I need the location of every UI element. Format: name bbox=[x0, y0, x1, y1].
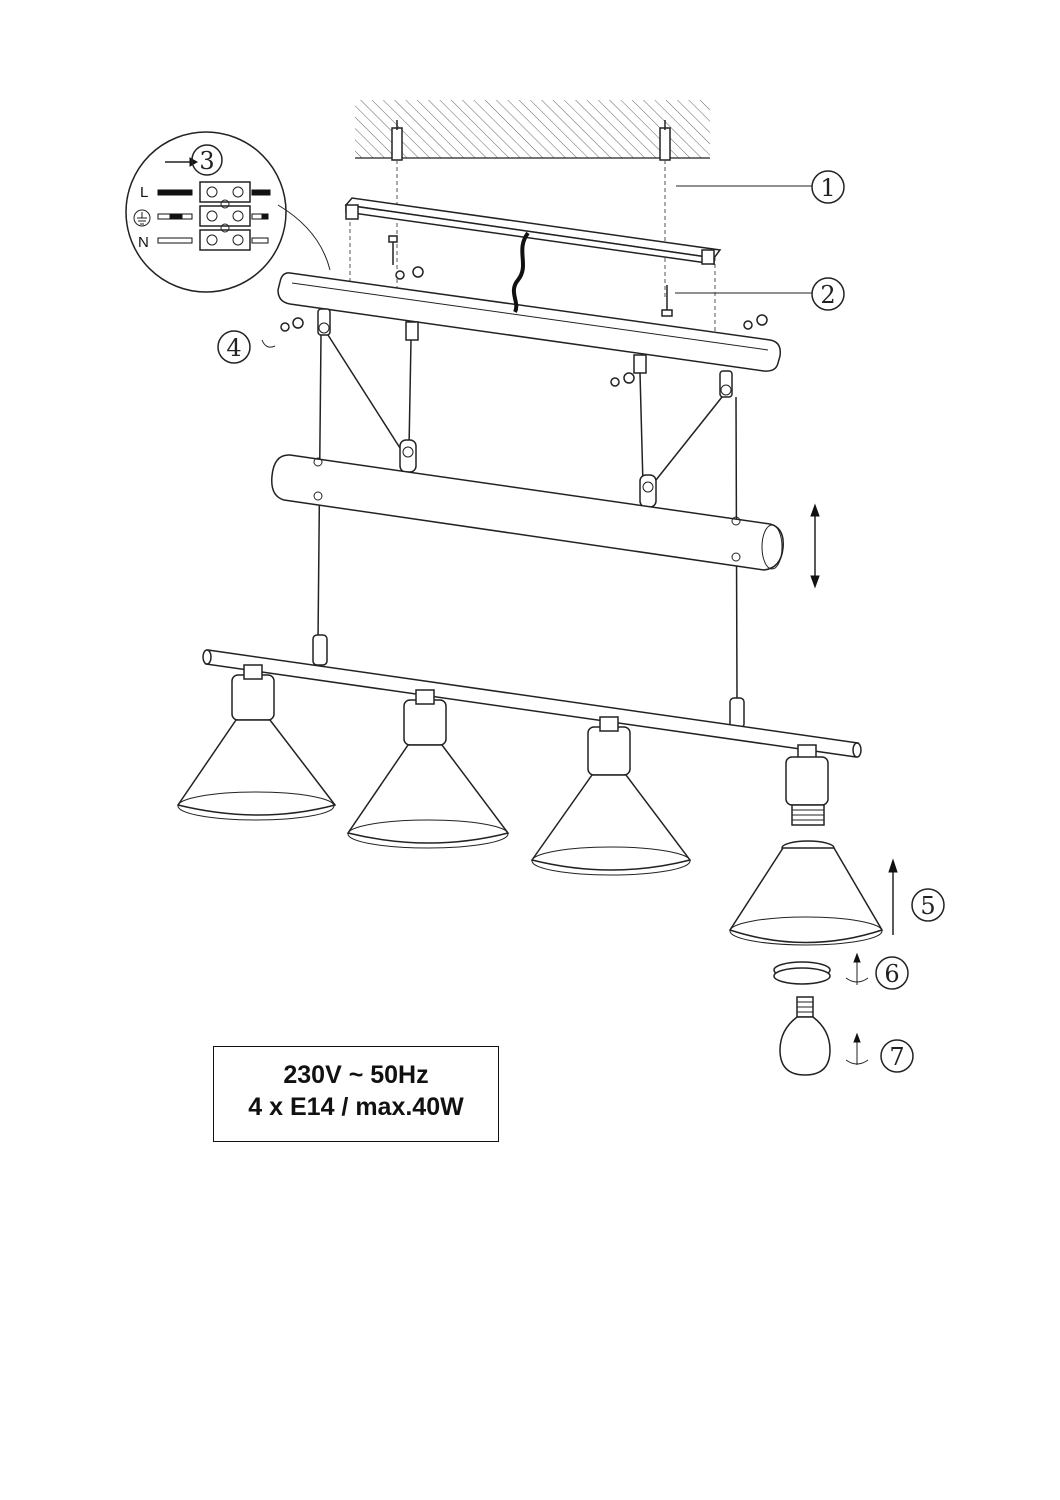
lamp-shade-3 bbox=[530, 716, 692, 876]
screw-left bbox=[280, 317, 304, 332]
lamp-rod bbox=[202, 649, 862, 758]
mounting-bracket bbox=[344, 197, 722, 265]
canopy bbox=[277, 272, 782, 372]
screw-lower-right bbox=[610, 372, 635, 387]
light-bulb bbox=[779, 996, 831, 1076]
lamp-socket-4 bbox=[785, 744, 829, 826]
middle-cylinder bbox=[271, 454, 784, 571]
wire-label-live: L bbox=[140, 184, 148, 201]
callout-5-number: 5 bbox=[920, 892, 935, 920]
lamp-shade-1 bbox=[176, 664, 337, 821]
wire-label-neutral: N bbox=[138, 234, 149, 251]
lamp-shade-4 bbox=[728, 840, 884, 946]
spec-bulbs: 4 x E14 / max.40W bbox=[248, 1093, 464, 1121]
wiring-detail: 3 L N bbox=[125, 131, 331, 293]
screw-top bbox=[388, 235, 424, 280]
cable-sleeve-left bbox=[312, 634, 328, 666]
power-cable bbox=[511, 231, 530, 313]
suspension-struts bbox=[317, 308, 733, 508]
terminal-block bbox=[199, 181, 251, 251]
shade-ring bbox=[773, 961, 831, 985]
callout-3-number: 3 bbox=[199, 147, 214, 175]
callout-4-number: 4 bbox=[226, 334, 241, 362]
height-adjust-arrow bbox=[810, 503, 820, 589]
callout-7: 7 bbox=[845, 1032, 914, 1073]
callout-1-number: 1 bbox=[820, 174, 835, 202]
callout-5: 5 bbox=[888, 858, 945, 935]
spec-voltage: 230V ~ 50Hz bbox=[283, 1061, 429, 1089]
screw-right bbox=[743, 314, 768, 330]
screw-mid bbox=[661, 285, 673, 317]
cable-sleeve-right bbox=[729, 697, 745, 729]
callout-2-number: 2 bbox=[820, 281, 835, 309]
ceiling bbox=[355, 100, 710, 159]
lamp-shade-2 bbox=[346, 689, 510, 849]
callout-1: 1 bbox=[676, 170, 845, 204]
callout-6-number: 6 bbox=[884, 960, 899, 988]
callout-4: 4 bbox=[217, 330, 276, 364]
callout-2: 2 bbox=[675, 277, 845, 311]
electrical-spec-box: 230V ~ 50Hz 4 x E14 / max.40W bbox=[213, 1046, 499, 1142]
callout-7-number: 7 bbox=[889, 1043, 904, 1071]
callout-6: 6 bbox=[845, 952, 909, 990]
earth-icon bbox=[133, 209, 151, 227]
